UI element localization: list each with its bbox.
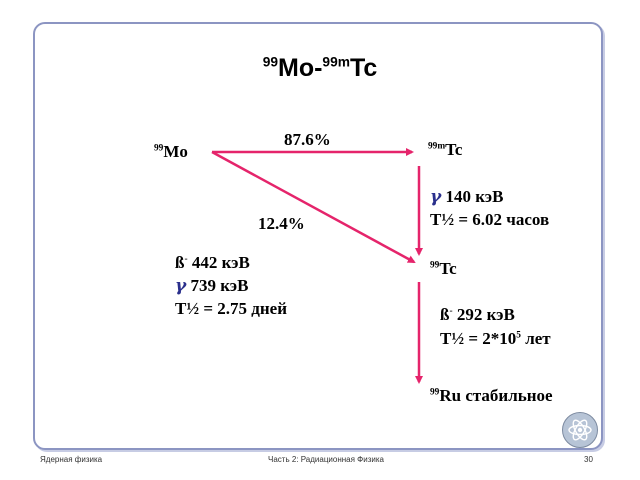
mo-halflife: T½ = 2.75 дней: [175, 299, 288, 318]
node-ru99: 99Ru стабильное: [430, 386, 553, 405]
mo-gamma-line: γ 739 кэВ: [175, 276, 249, 296]
node-tc99m: 99mTc: [428, 140, 463, 159]
page-number: 30: [584, 455, 593, 464]
tc99m-halflife: T½ = 6.02 часов: [430, 210, 550, 229]
footer-left: Ядерная физика: [40, 455, 103, 464]
node-tc99: 99Tc: [430, 259, 457, 278]
footer-center: Часть 2: Радиационная Физика: [268, 455, 384, 464]
branch-label-87: 87.6%: [284, 130, 331, 149]
slide-title: 99Mo-99mTc: [262, 54, 378, 82]
tc99-beta-line: ß- 292 кэВ: [440, 305, 515, 324]
branch-label-12: 12.4%: [258, 214, 305, 233]
gamma-icon: γ: [430, 187, 442, 207]
gamma-icon: γ: [175, 276, 187, 296]
tc99-halflife: T½ = 2*105 лет: [440, 329, 551, 348]
iaea-logo-icon: [562, 412, 598, 448]
slide-frame: [33, 22, 603, 450]
tc99m-gamma-line: γ 140 кэВ: [430, 187, 504, 207]
node-mo99: 99Mo: [154, 142, 188, 161]
arrow-mo-to-tc99: [211, 150, 416, 264]
mo-beta-line: ß- 442 кэВ: [175, 253, 250, 272]
